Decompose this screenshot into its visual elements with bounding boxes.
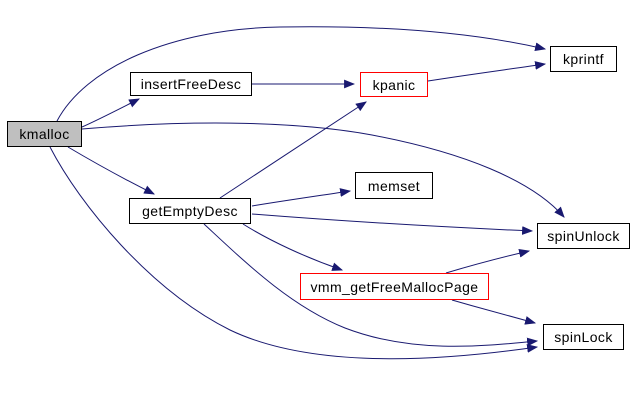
edge-getEmptyDesc-to-memset [251, 188, 352, 207]
edge-vmm_getFreeMallocPage-to-spinUnlock [445, 248, 531, 274]
edge-kmalloc-to-spinUnlock [81, 122, 565, 218]
edge-kmalloc-to-insertFreeDesc [81, 98, 140, 128]
edge-getEmptyDesc-to-spinUnlock [251, 213, 534, 235]
node-getEmptyDesc[interactable]: getEmptyDesc [129, 198, 251, 224]
node-insertFreeDesc[interactable]: insertFreeDesc [130, 72, 252, 96]
edge-vmm_getFreeMallocPage-to-spinLock [451, 299, 537, 325]
edge-kpanic-to-kprintf [427, 61, 547, 82]
edge-getEmptyDesc-to-spinLock [203, 223, 539, 347]
edge-getEmptyDesc-to-vmm_getFreeMallocPage [242, 223, 344, 271]
node-kprintf[interactable]: kprintf [550, 46, 617, 72]
edge-kmalloc-to-spinLock [49, 146, 539, 360]
node-kpanic[interactable]: kpanic [360, 72, 428, 97]
edge-kmalloc-to-getEmptyDesc [67, 146, 155, 195]
node-vmm_getFreeMallocPage[interactable]: vmm_getFreeMallocPage [300, 273, 489, 300]
node-kmalloc[interactable]: kmalloc [7, 121, 82, 147]
node-spinLock[interactable]: spinLock [543, 324, 624, 350]
edge-getEmptyDesc-to-kpanic [219, 101, 367, 199]
node-memset[interactable]: memset [355, 172, 433, 199]
node-spinUnlock[interactable]: spinUnlock [537, 223, 630, 249]
edge-kmalloc-to-kprintf [56, 26, 547, 122]
